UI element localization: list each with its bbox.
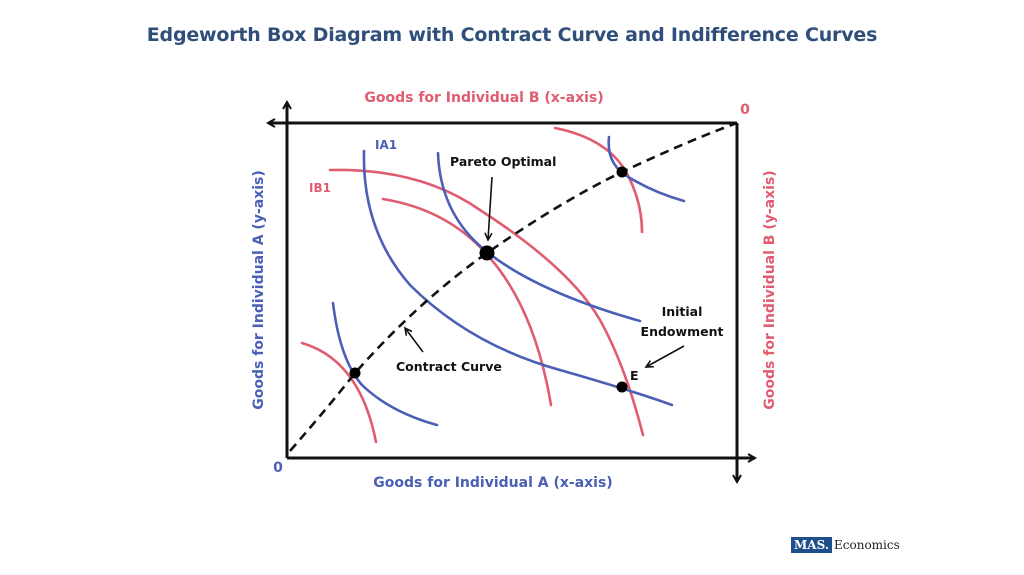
tangency-point-upper [616, 166, 628, 178]
pareto-arrow [484, 176, 493, 242]
pareto-optimal-point [479, 245, 495, 261]
ia-curve-lower [331, 301, 439, 427]
b-x-axis-label: Goods for Individual B (x-axis) [364, 90, 603, 106]
endowment-point [616, 381, 628, 393]
b-y-axis-label: Goods for Individual B (y-axis) [762, 170, 778, 409]
pareto-optimal-label: Pareto Optimal [450, 154, 556, 169]
ia-curve-ia1 [362, 149, 674, 407]
ib-curve-upper [553, 126, 644, 234]
initial-endowment-label-line1: Initial [662, 304, 703, 319]
a-y-axis-label: Goods for Individual A (y-axis) [251, 170, 267, 410]
ia1-label: IA1 [375, 138, 397, 152]
box-frame [268, 102, 755, 482]
ib-curve-mid [381, 197, 553, 407]
a-x-axis-label: Goods for Individual A (x-axis) [373, 475, 612, 491]
contract-curve-label: Contract Curve [396, 359, 502, 374]
diagram-title: Edgeworth Box Diagram with Contract Curv… [146, 24, 878, 46]
origin-a: 0 [273, 460, 283, 476]
endowment-arrow [644, 345, 685, 368]
contract-curve [289, 121, 738, 452]
ib-curve-lower [300, 341, 378, 444]
contract-curve-arrow [403, 326, 424, 353]
ib1-label: IB1 [309, 181, 331, 195]
initial-endowment-label-line2: Endowment [641, 324, 724, 339]
ia-curve-upper [607, 135, 686, 203]
ib-curve-ib1 [328, 168, 645, 437]
individual-b-curves [300, 126, 645, 444]
endowment-point-label: E [630, 368, 639, 383]
origin-b: 0 [740, 102, 750, 118]
logo-text: Economics [834, 538, 900, 552]
logo-mark: MAS. [791, 537, 833, 553]
tangency-point-lower [349, 367, 361, 379]
mas-economics-logo: MAS. Economics [791, 537, 900, 553]
